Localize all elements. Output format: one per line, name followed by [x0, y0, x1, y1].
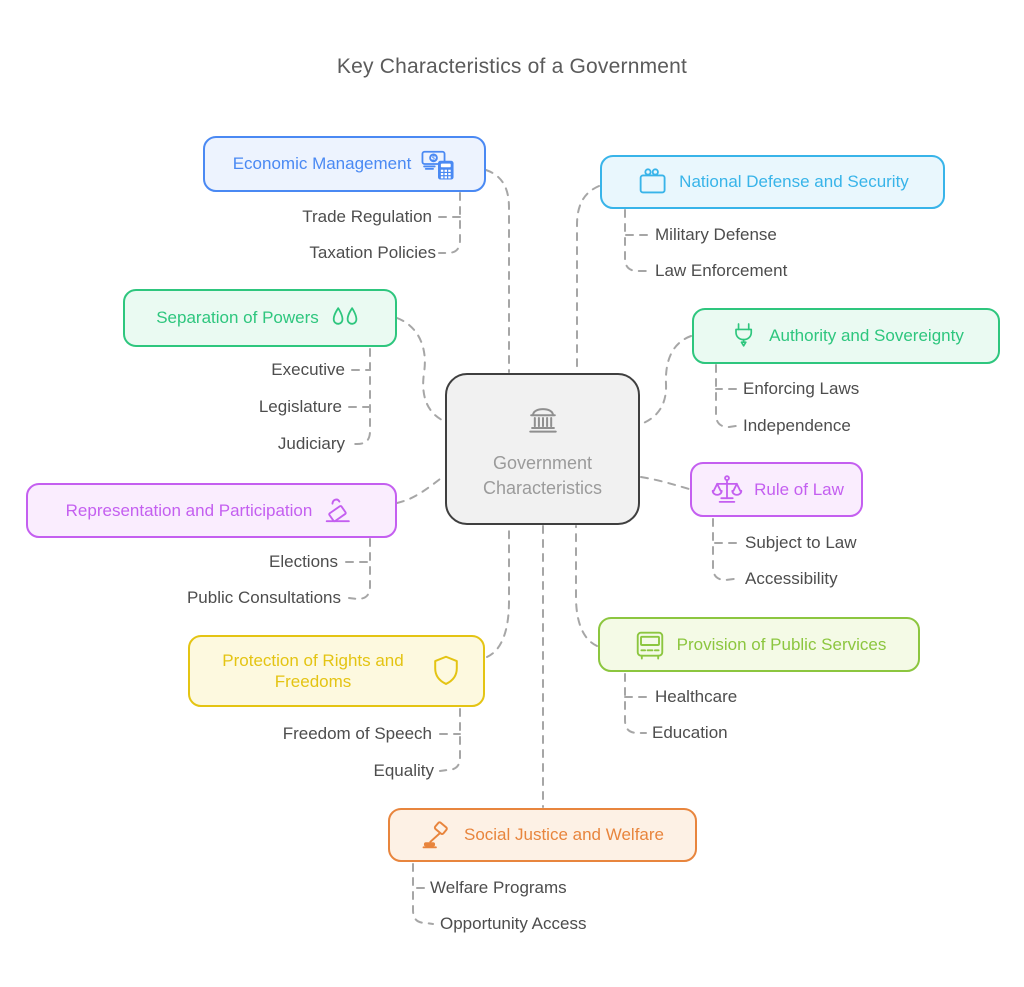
- central-node-government-characteristics: Government Characteristics: [445, 373, 640, 525]
- central-node-label: Government Characteristics: [482, 453, 603, 498]
- sub-item-taxation-policies: Taxation Policies: [309, 243, 436, 262]
- sub-item-judiciary: Judiciary: [277, 434, 345, 453]
- branch-label: Protection of Rights and Freedoms: [222, 650, 404, 691]
- plug-icon: [728, 319, 760, 353]
- branch-node-protection-rights-freedoms: Protection of Rights and Freedoms: [188, 635, 485, 707]
- bus-icon: [632, 627, 668, 663]
- sub-item-subject-to-law: Subject to Law: [745, 533, 857, 552]
- sub-item-education: Education: [652, 723, 728, 742]
- branch-label: Provision of Public Services: [676, 634, 887, 654]
- branch-node-representation-participation: Representation and Participation: [26, 483, 397, 538]
- sub-item-trade-regulation: Trade Regulation: [302, 207, 432, 226]
- sub-item-elections: Elections: [269, 552, 338, 571]
- sub-item-accessibility: Accessibility: [745, 569, 838, 588]
- sub-item-public-consultations: Public Consultations: [186, 588, 341, 607]
- branch-node-rule-of-law: Rule of Law: [690, 462, 863, 517]
- branch-label: Separation of Powers: [156, 308, 319, 328]
- branch-label: National Defense and Security: [679, 172, 909, 192]
- ballot-icon: [321, 493, 357, 529]
- branch-node-authority-sovereignty: Authority and Sovereignty: [692, 308, 1000, 364]
- military-icon: [636, 165, 670, 199]
- diagram-title: Key Characteristics of a Government: [336, 55, 688, 78]
- sub-item-healthcare: Healthcare: [655, 687, 738, 706]
- branch-label: Representation and Participation: [65, 500, 313, 520]
- sub-item-law-enforcement: Law Enforcement: [655, 261, 788, 280]
- branch-label: Economic Management: [232, 154, 412, 174]
- sub-item-independence: Independence: [743, 416, 851, 435]
- gavel-icon: [421, 818, 455, 852]
- branch-node-national-defense: National Defense and Security: [600, 155, 945, 209]
- sub-item-opportunity-access: Opportunity Access: [440, 914, 587, 933]
- balance-pans-icon: [328, 303, 364, 333]
- sub-item-executive: Executive: [271, 360, 345, 379]
- sub-item-equality: Equality: [373, 761, 434, 780]
- sub-item-legislature: Legislature: [258, 397, 342, 416]
- branch-node-separation-of-powers: Separation of Powers: [123, 289, 397, 347]
- sub-item-military-defense: Military Defense: [655, 225, 777, 244]
- branch-label: Authority and Sovereignty: [769, 326, 964, 346]
- justice-scales-icon: [709, 473, 745, 507]
- shield-icon: [427, 652, 465, 690]
- branch-label: Social Justice and Welfare: [463, 825, 664, 845]
- bank-icon: [521, 398, 565, 444]
- sub-item-welfare-programs: Welfare Programs: [430, 878, 567, 897]
- sub-item-enforcing-laws: Enforcing Laws: [743, 379, 860, 398]
- sub-item-freedom-of-speech: Freedom of Speech: [282, 724, 432, 743]
- branch-label: Rule of Law: [754, 479, 844, 499]
- svg-text:$: $: [432, 153, 436, 162]
- branch-node-economic-management: Economic Management $: [203, 136, 486, 192]
- branch-node-provision-public-services: Provision of Public Services: [598, 617, 920, 672]
- money-calculator-icon: $: [420, 146, 456, 182]
- branch-node-social-justice-welfare: Social Justice and Welfare: [388, 808, 697, 862]
